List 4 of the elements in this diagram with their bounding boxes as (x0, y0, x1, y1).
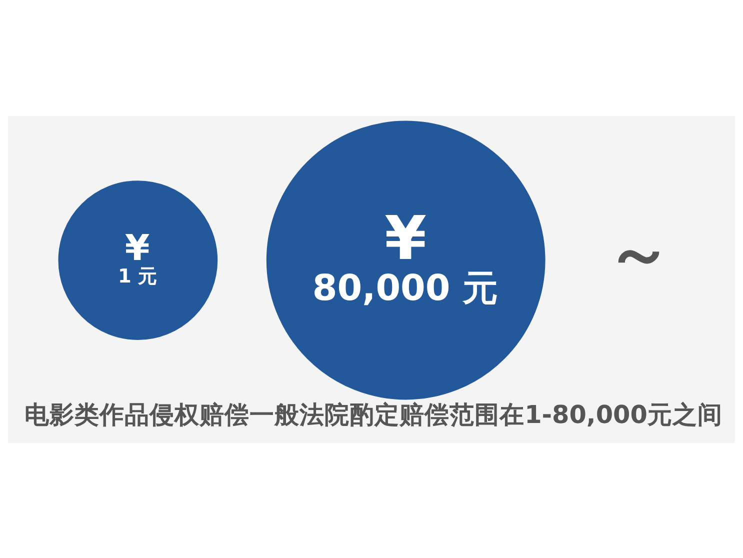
label: ～ (606, 214, 672, 291)
node-circle: ¥ 1 元 (58, 180, 218, 340)
caption: 电影类作品侵权赔偿一般法院酌定赔偿范围在1-80,000元之间 (24, 399, 722, 428)
node-circle: ¥ 80,000 元 (266, 120, 546, 400)
